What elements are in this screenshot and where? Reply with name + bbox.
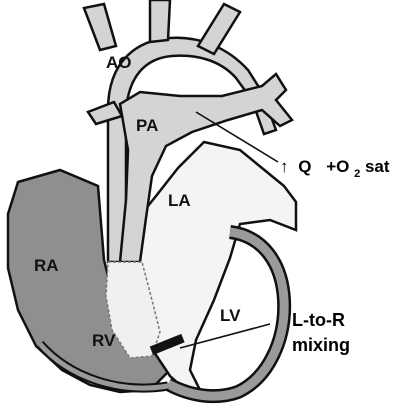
label-lv: LV [220,306,241,325]
mixing-label-line1: L-to-R [292,310,345,330]
label-ao: AO [106,53,132,72]
label-la: LA [168,191,191,210]
label-ra: RA [34,256,59,275]
flow-annotation: ↑ Q +O 2 sat [280,157,390,181]
mixing-label-line2: mixing [292,335,350,355]
label-pa: PA [136,116,158,135]
label-rv: RV [92,331,116,350]
up-arrow-icon: ↑ [280,157,289,176]
